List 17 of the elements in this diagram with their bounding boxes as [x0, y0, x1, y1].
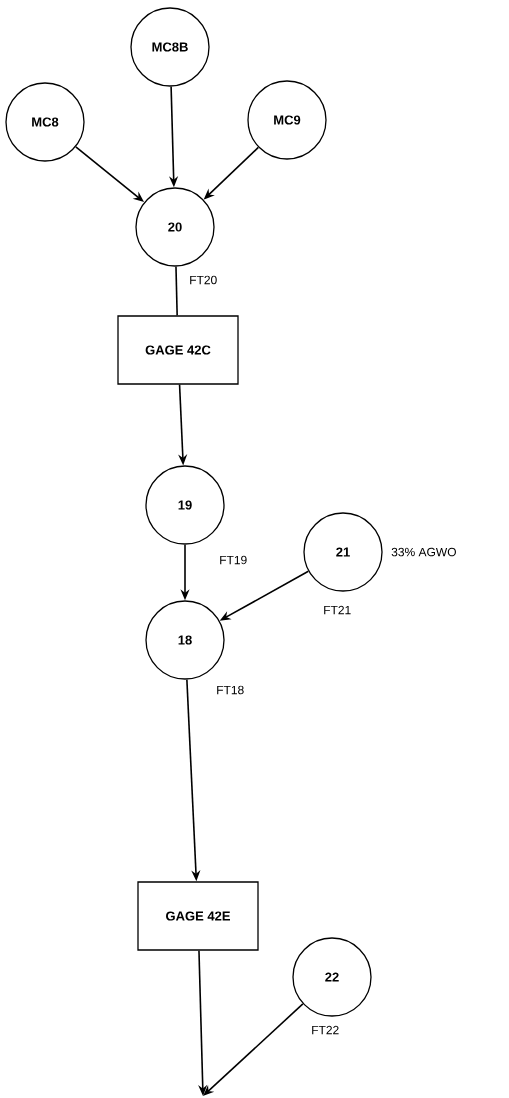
edge-label: FT20	[190, 275, 217, 285]
circle-node: 19	[145, 465, 225, 545]
circle-node: 18	[145, 600, 225, 680]
edge-label: FT22	[312, 1025, 339, 1035]
arrow	[203, 1003, 304, 1096]
circle-node: MC8	[5, 82, 85, 162]
edge-label: FT19	[220, 555, 247, 565]
circle-node: MC9	[247, 80, 327, 160]
beside-label: 33% AGWO	[391, 547, 456, 557]
gage-box: GAGE 42C	[117, 315, 239, 385]
edge-label: FT21	[324, 605, 351, 615]
circle-node: MC8B	[130, 7, 210, 87]
circle-node: 22	[292, 937, 372, 1017]
edge-label: FT18	[217, 685, 244, 695]
circle-node: 21	[303, 512, 383, 592]
gage-box: GAGE 42E	[137, 881, 259, 951]
circle-node: 20	[135, 187, 215, 267]
